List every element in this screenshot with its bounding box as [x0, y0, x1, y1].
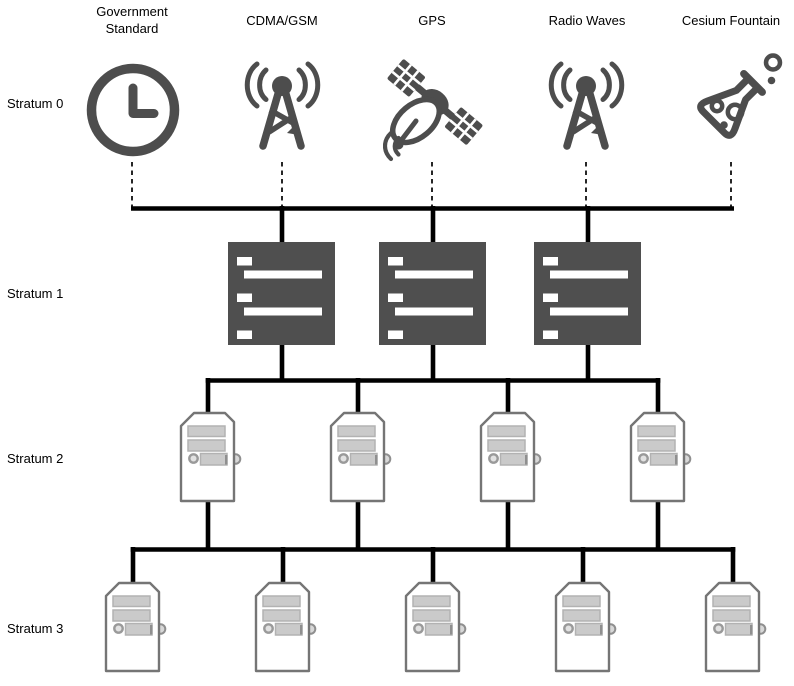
clock-icon	[85, 62, 181, 158]
row-label-stratum-1: Stratum 1	[7, 286, 64, 301]
source-label-gps: GPS	[418, 12, 446, 28]
radio-tower-icon	[236, 56, 329, 154]
server-rack-icon	[534, 242, 641, 345]
desktop-tower-icon	[554, 581, 618, 673]
desktop-tower-icon	[329, 411, 393, 503]
row-label-stratum-3: Stratum 3	[7, 621, 64, 636]
desktop-tower-icon	[479, 411, 543, 503]
source-label-cesium-fountain: Cesium Fountain	[681, 12, 781, 28]
desktop-tower-icon	[704, 581, 768, 673]
source-label-radio-waves: Radio Waves	[548, 12, 626, 28]
flask-icon	[683, 48, 785, 160]
desktop-tower-icon	[104, 581, 168, 673]
gps-satellite-icon	[383, 52, 485, 164]
source-label-government-standard: Government Standard	[96, 4, 168, 36]
radio-tower-icon	[540, 56, 633, 154]
desktop-tower-icon	[629, 411, 693, 503]
row-label-stratum-2: Stratum 2	[7, 451, 64, 466]
server-rack-icon	[228, 242, 335, 345]
server-rack-icon	[379, 242, 486, 345]
desktop-tower-icon	[254, 581, 318, 673]
row-label-stratum-0: Stratum 0	[7, 96, 64, 111]
desktop-tower-icon	[179, 411, 243, 503]
source-label-cdma-gsm: CDMA/GSM	[246, 12, 318, 28]
desktop-tower-icon	[404, 581, 468, 673]
